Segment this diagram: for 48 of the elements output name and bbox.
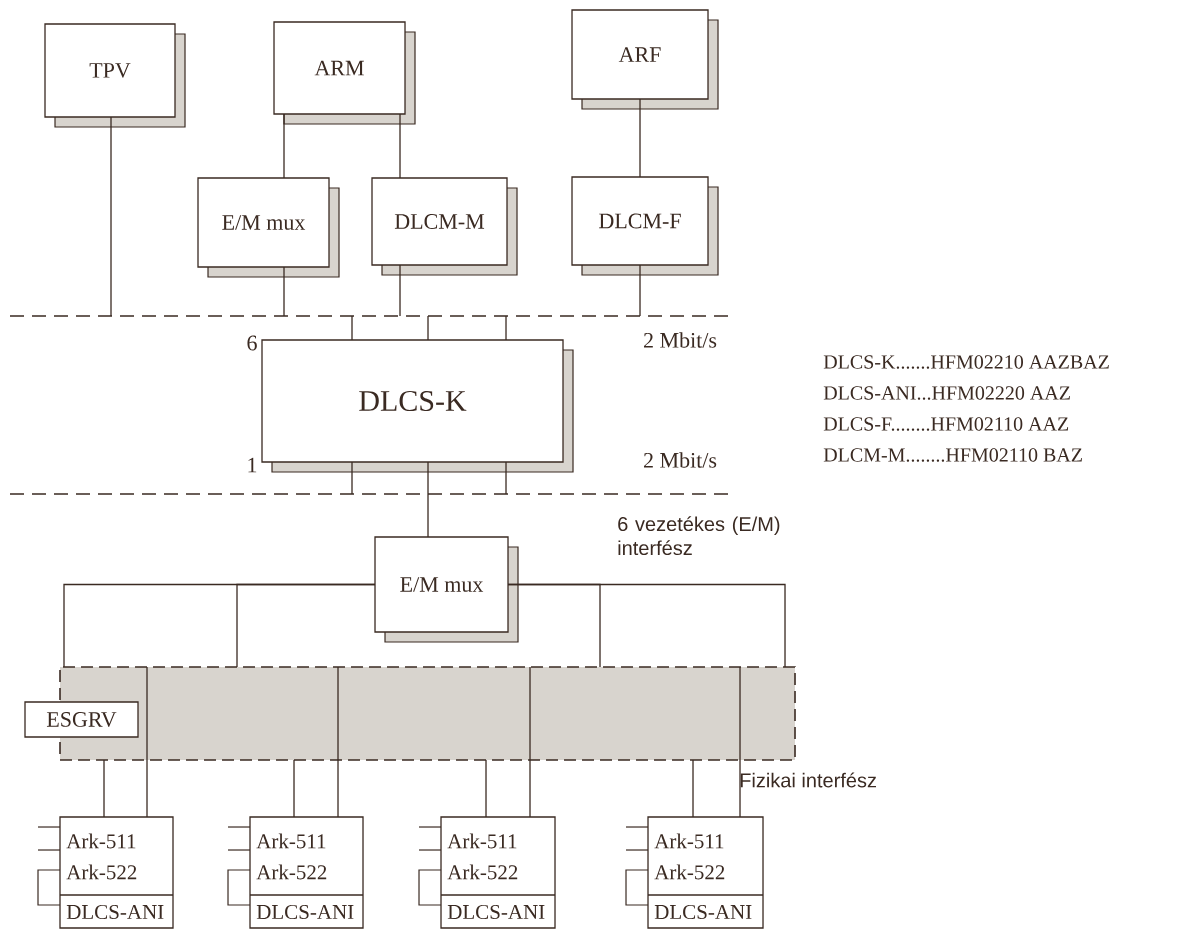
connector-line [639, 98, 641, 178]
part-number-line: DLCS-ANI...HFM02220 AAZ [823, 386, 1070, 400]
connector-line [485, 759, 487, 818]
connector-line [283, 113, 285, 179]
connector-line [427, 461, 429, 538]
module-box: E/M mux [197, 177, 340, 278]
connector-line [351, 315, 353, 341]
connector-line [236, 583, 376, 668]
connector-line [110, 116, 112, 317]
module-box: ARM [273, 21, 416, 125]
connector-line [427, 315, 429, 341]
part-number-line: DLCM-M........HFM02110 BAZ [823, 448, 1082, 462]
module-box: Ark-511 Ark-522 DLCS-ANI [37, 816, 174, 929]
module-box: ARF [571, 9, 719, 110]
connector-line [692, 759, 694, 818]
connector-line [283, 266, 285, 317]
connector-line [337, 666, 339, 818]
port-number: 1 [248, 457, 257, 473]
connector-line [351, 461, 353, 495]
module-box: DLCS-K [261, 339, 574, 473]
module-box: Ark-511 Ark-522 DLCS-ANI [418, 816, 556, 929]
rate-label: 2 Mbit/s [644, 452, 717, 468]
module-box: E/M mux [374, 536, 519, 643]
module-box: ESGRV [24, 701, 139, 738]
module-box: DLCM-M [371, 177, 518, 276]
module-box: Ark-511 Ark-522 DLCS-ANI [227, 816, 364, 929]
connector-line [103, 759, 105, 818]
connector-line [639, 264, 641, 317]
connector-line [146, 666, 148, 818]
module-box: TPV [44, 23, 186, 128]
bus-line [9, 315, 731, 317]
connector-line [399, 113, 401, 179]
connector-line [505, 461, 507, 495]
bus-line [9, 493, 731, 495]
part-number-line: DLCS-K.......HFM02210 AAZBAZ [823, 355, 1109, 369]
connector-line [507, 583, 786, 668]
module-box: Ark-511 Ark-522 DLCS-ANI [625, 816, 764, 929]
port-number: 6 [247, 335, 257, 351]
rate-label: 2 Mbit/s [644, 332, 717, 348]
connector-line [529, 666, 531, 818]
part-number-line: DLCS-F........HFM02110 AAZ [823, 417, 1069, 431]
connector-line [739, 666, 741, 818]
connector-line [505, 315, 507, 341]
connector-line [399, 264, 401, 317]
interface-note: Fizikai interfész [740, 772, 876, 788]
interface-note: 6 vezetékes (E/M) interfész [618, 516, 780, 556]
connector-line [293, 759, 295, 818]
module-box: DLCM-F [571, 176, 719, 276]
